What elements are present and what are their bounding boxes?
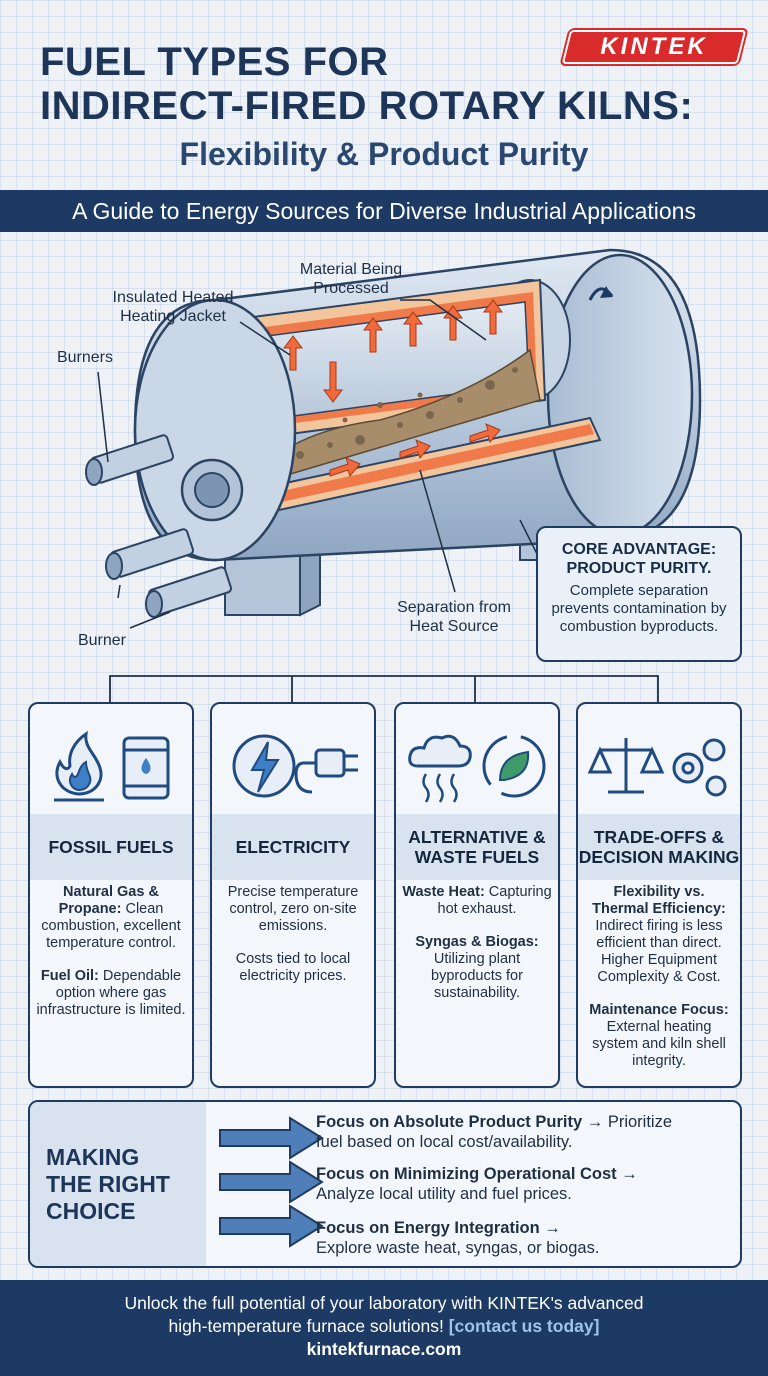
kiln-end-drum (546, 253, 694, 537)
recycle-leaf-icon (482, 734, 546, 798)
card-body: Waste Heat: Capturing hot exhaust. Synga… (402, 884, 552, 1018)
kintek-logo[interactable]: KINTEK (561, 30, 747, 64)
making-right-choice-panel: MAKING THE RIGHT CHOICE Focus on Absolut… (28, 1100, 742, 1268)
card-item: Syngas & Biogas: Utilizing plant byprodu… (415, 934, 539, 1001)
card-item: Fuel Oil: Dependable option where gas in… (36, 968, 186, 1018)
choice-arrows (219, 1116, 324, 1248)
title-line-2: INDIRECT-FIRED ROTARY KILNS: (40, 84, 694, 128)
burner-pipes (85, 434, 233, 618)
card-title: TRADE-OFFS & DECISION MAKING (578, 814, 740, 880)
card-title: FOSSIL FUELS (30, 814, 192, 880)
rotary-kiln-illustration (85, 248, 702, 629)
card-item: Waste Heat: Capturing hot exhaust. (402, 884, 552, 917)
logo-text: KINTEK (600, 33, 708, 60)
card-body: Flexibility vs. Thermal Efficiency: Indi… (584, 884, 734, 1086)
card-fossil-fuels: FOSSIL FUELS Natural Gas & Propane: Clea… (28, 702, 194, 1088)
choice-title-panel: MAKING THE RIGHT CHOICE (30, 1102, 206, 1266)
advantage-title: CORE ADVANTAGE: PRODUCT PURITY. (561, 541, 717, 577)
card-item: Precise temperature control, zero on-sit… (227, 884, 359, 934)
card-alternative-fuels: ALTERNATIVE & WASTE FUELS Waste Heat: Ca… (394, 702, 560, 1088)
oil-barrel-icon (122, 736, 170, 800)
heat-arrows (283, 299, 503, 478)
label-burner: Burner (77, 632, 127, 649)
label-burners: Burners (56, 349, 114, 366)
subtitle: Flexibility & Product Purity (179, 136, 589, 172)
card-trade-offs: TRADE-OFFS & DECISION MAKING Flexibility… (576, 702, 742, 1088)
footer-line-1: Unlock the full potential of your labora… (124, 1293, 644, 1313)
scales-icon (587, 738, 665, 794)
card-item: Flexibility vs. Thermal Efficiency: Indi… (592, 884, 726, 985)
card-title: ELECTRICITY (212, 814, 374, 880)
header: FUEL TYPES FOR INDIRECT-FIRED ROTARY KIL… (0, 0, 768, 190)
connector-lines (109, 675, 659, 702)
card-item: Costs tied to local electricity prices. (235, 951, 351, 984)
card-title: ALTERNATIVE & WASTE FUELS (396, 814, 558, 880)
choice-row: Focus on Energy Integration → Explore wa… (316, 1219, 600, 1257)
lightning-icon (232, 734, 296, 798)
label-material: Material Being Processed (299, 261, 403, 297)
label-jacket: Insulated Heated Heating Jacket (112, 289, 234, 325)
footer: Unlock the full potential of your labora… (0, 1280, 768, 1376)
card-body: Natural Gas & Propane: Clean combustion,… (36, 884, 186, 1035)
advantage-text: Complete separation prevents contaminati… (551, 582, 727, 635)
gears-icon (672, 738, 727, 797)
title-line-1: FUEL TYPES FOR (40, 40, 389, 84)
footer-line-2: high-temperature furnace solutions! [con… (168, 1316, 600, 1336)
core-advantage-callout: CORE ADVANTAGE: PRODUCT PURITY. Complete… (536, 526, 742, 662)
label-separation: Separation from Heat Source (397, 599, 511, 635)
card-item: Maintenance Focus: External heating syst… (589, 1002, 729, 1069)
plug-icon (294, 748, 358, 794)
card-item: Natural Gas & Propane: Clean combustion,… (41, 884, 181, 951)
choice-row: Focus on Minimizing Operational Cost → A… (316, 1165, 638, 1203)
website-link[interactable]: kintekfurnace.com (306, 1339, 462, 1359)
card-electricity: ELECTRICITY Precise temperature control,… (210, 702, 376, 1088)
choice-row: Focus on Absolute Product Purity → Prior… (316, 1113, 673, 1151)
cloud-heat-icon (408, 734, 472, 803)
banner: A Guide to Energy Sources for Diverse In… (0, 190, 768, 232)
flame-icon (54, 730, 104, 802)
choice-title: MAKING THE RIGHT CHOICE (46, 1144, 170, 1224)
card-body: Precise temperature control, zero on-sit… (218, 884, 368, 1001)
contact-link[interactable]: [contact us today] (448, 1316, 600, 1336)
kiln-left-endcap (133, 298, 297, 562)
